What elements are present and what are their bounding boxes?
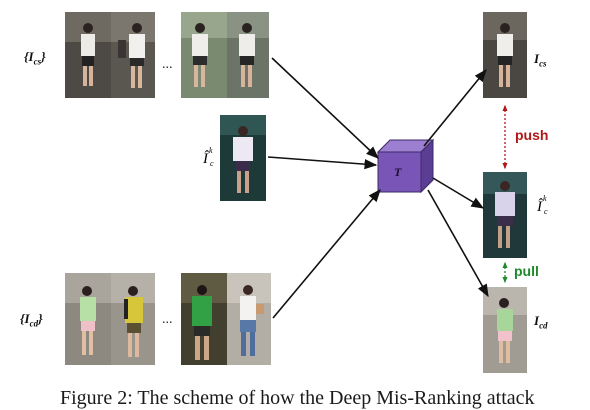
cs-image-2	[111, 12, 155, 98]
arrow-transformer-to-query-output	[432, 177, 485, 209]
cs-output-label: Ics	[534, 51, 547, 69]
cs-image-1	[65, 12, 111, 98]
transformer-label: T	[394, 165, 402, 179]
arrow-query-to-transformer	[267, 156, 378, 170]
output-cd-image	[483, 287, 527, 373]
arrow-transformer-to-cd-output	[427, 189, 489, 298]
query-label: k Î c	[203, 146, 214, 168]
cd-image-4	[227, 273, 271, 365]
pull-label: pull	[514, 263, 539, 279]
arrow-cd-to-transformer	[272, 189, 381, 319]
output-query-label: k Î c	[537, 194, 548, 216]
push-label: push	[515, 127, 549, 143]
transformer-cube	[376, 138, 435, 194]
cd-image-3	[181, 273, 227, 365]
cd-image-1	[65, 273, 111, 365]
query-image	[220, 115, 266, 201]
figure-caption: Figure 2: The scheme of how the Deep Mis…	[60, 387, 535, 409]
output-cs-image	[483, 12, 527, 98]
cs-ellipsis: ...	[162, 57, 173, 72]
output-query-image	[483, 172, 527, 258]
cs-image-4	[227, 12, 269, 98]
arrow-cs-to-transformer	[271, 57, 379, 159]
cd-set-label: {Icd}	[20, 311, 43, 329]
arrow-transformer-to-cs-output	[423, 69, 487, 147]
cs-image-3	[181, 12, 227, 98]
cd-output-label: Icd	[534, 313, 548, 331]
cs-set-label: {Ics}	[24, 49, 46, 67]
cd-ellipsis: ...	[162, 312, 173, 327]
cd-image-2	[111, 273, 155, 365]
